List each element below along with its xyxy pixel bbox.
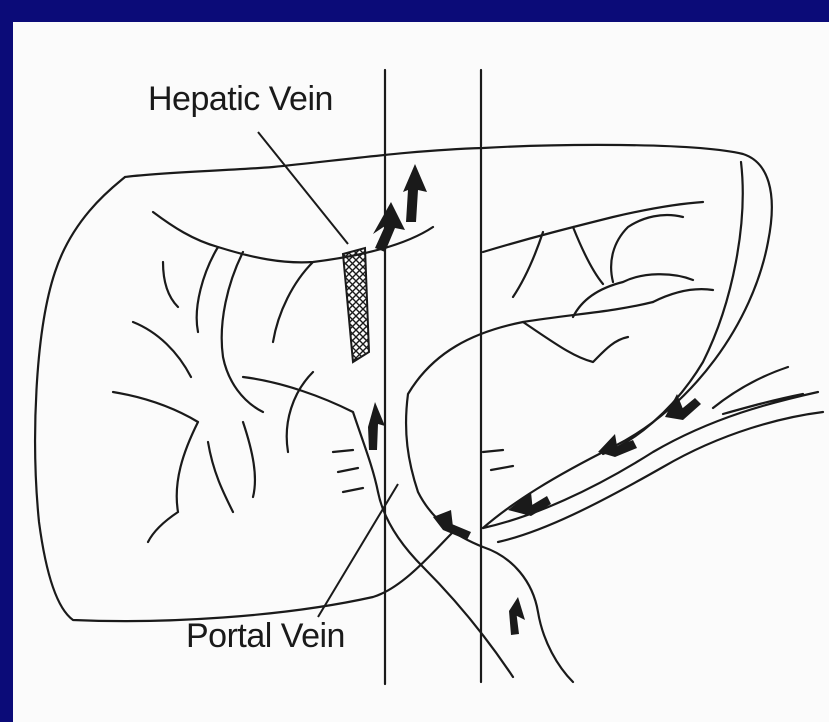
portal-ticks — [333, 450, 513, 492]
splenic-vein — [483, 367, 823, 542]
hepatic-vein-label: Hepatic Vein — [148, 80, 333, 119]
portal-vein-branches — [523, 215, 713, 362]
right-hepatic-branches — [483, 202, 703, 297]
flow-arrow-icon — [433, 510, 471, 540]
flow-arrow-icon — [403, 164, 427, 222]
hepatic-vein-leader — [258, 132, 348, 244]
flow-arrow-icon — [368, 402, 385, 450]
flow-arrow-icon — [509, 597, 525, 635]
flow-arrow-icon — [373, 202, 405, 252]
portal-vein-label: Portal Vein — [186, 617, 345, 656]
liver-diagram — [13, 22, 829, 722]
diagram-panel: Hepatic Vein Portal Vein — [13, 22, 829, 722]
stent-hatch-icon — [343, 248, 369, 362]
